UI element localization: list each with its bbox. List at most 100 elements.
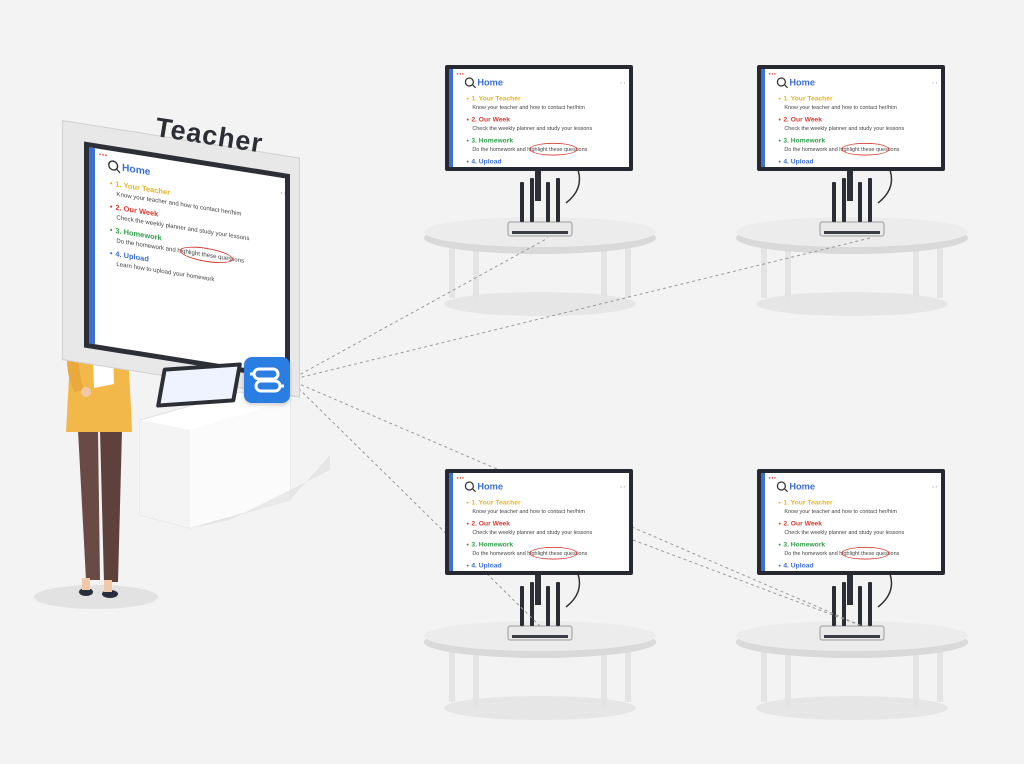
lesson-heading: 2. Our Week <box>466 116 621 124</box>
table-leg <box>625 236 631 298</box>
monitor-cable <box>565 573 581 608</box>
screen-title: Home <box>789 76 816 88</box>
antenna <box>520 182 524 222</box>
table-leg <box>785 646 791 708</box>
search-bar[interactable]: Home <box>464 481 591 493</box>
lesson-heading: 3. Homework <box>466 541 621 549</box>
antenna <box>530 178 534 222</box>
nav-arrows[interactable]: ‹ › <box>620 79 626 86</box>
annotation-circle <box>529 142 578 156</box>
receiver-ports <box>824 231 880 234</box>
floor-shadow <box>756 696 948 720</box>
antenna <box>842 178 846 222</box>
monitor-cable <box>877 169 893 204</box>
search-icon <box>776 481 786 491</box>
sync-link-icon <box>250 367 284 393</box>
antenna <box>556 582 560 626</box>
window-dots: ●●● <box>768 475 777 480</box>
screen-share-hub[interactable] <box>244 357 290 403</box>
lesson-heading: 2. Our Week <box>778 520 933 528</box>
antenna <box>842 582 846 626</box>
lesson-heading: 1. Your Teacher <box>778 95 933 103</box>
antenna <box>858 586 862 626</box>
table-leg <box>601 646 607 708</box>
window-dots: ●●● <box>98 151 108 158</box>
connection-line <box>632 539 863 627</box>
lesson-heading: 4. Upload <box>778 562 933 570</box>
teacher-tablet[interactable] <box>155 362 243 408</box>
lesson-heading: 1. Your Teacher <box>466 95 621 103</box>
teacher-tablet-screen <box>160 366 238 404</box>
table-leg <box>601 242 607 304</box>
screen-title: Home <box>789 480 816 492</box>
table-leg <box>913 242 919 304</box>
lesson-heading: 4. Upload <box>466 158 621 166</box>
antenna <box>858 182 862 222</box>
student-tables <box>424 169 968 720</box>
station-bottom-right <box>736 573 968 720</box>
monitor-stand <box>535 575 541 605</box>
lesson-heading: 4. Upload <box>778 158 933 166</box>
antenna <box>832 586 836 626</box>
antenna <box>530 582 534 626</box>
lesson-description: Check the weekly planner and study your … <box>472 528 593 536</box>
table-leg <box>913 646 919 708</box>
lesson-description: Know your teacher and how to contact her… <box>784 103 897 111</box>
antenna <box>520 586 524 626</box>
search-icon <box>108 159 119 172</box>
teacher-floor-shadow <box>34 585 158 609</box>
monitor-stand <box>535 171 541 201</box>
nav-arrows[interactable]: ‹ › <box>280 189 285 197</box>
search-bar[interactable]: Home <box>776 76 903 89</box>
window-dots: ●●● <box>768 71 777 76</box>
lesson-heading: 1. Your Teacher <box>778 499 933 507</box>
search-bar[interactable]: Home <box>776 480 903 493</box>
table-leg <box>785 242 791 304</box>
nav-arrows[interactable]: ‹ › <box>932 79 938 86</box>
lesson-description: Check the weekly planner and study your … <box>784 528 905 536</box>
lesson-heading: 3. Homework <box>778 137 933 145</box>
annotation-circle <box>841 546 890 560</box>
nav-arrows[interactable]: ‹ › <box>932 483 938 490</box>
lesson-description: Know your teacher and how to contact her… <box>784 507 897 515</box>
nav-arrows[interactable]: ‹ › <box>620 483 626 490</box>
window-dots: ●●● <box>456 475 465 480</box>
antenna <box>868 582 872 626</box>
lesson-description: Check the weekly planner and study your … <box>472 124 593 132</box>
table-leg <box>449 236 455 298</box>
station-top-right <box>736 169 968 316</box>
table-leg <box>473 646 479 708</box>
connection-lines <box>289 237 871 627</box>
search-bar[interactable]: Home <box>464 77 591 89</box>
connection-line <box>289 379 863 627</box>
receiver-ports <box>512 231 568 234</box>
